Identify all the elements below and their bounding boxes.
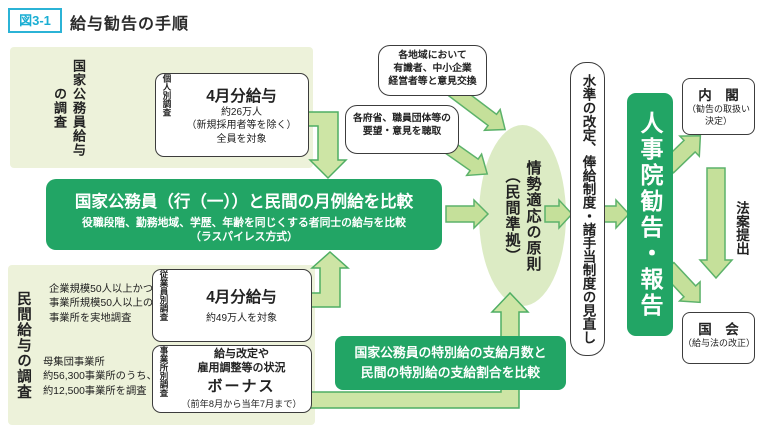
establishment-survey-type-label: 事業所別調査 bbox=[159, 346, 169, 397]
bonus-survey-content: 給与改定や 雇用調整等の状況 ボーナス （前年8月から当年7月まで） bbox=[172, 346, 311, 412]
cabinet-sub-line2: 決定） bbox=[704, 115, 732, 126]
national-survey-label-line1: 国家公務員給与 bbox=[71, 59, 86, 157]
population-note-line1: 母集団事業所 bbox=[43, 357, 105, 368]
monthly-salary-compare-box: 国家公務員（行（一））と民間の月例給を比較 役職段階、勤務地域、学歴、年齢を同じ… bbox=[46, 179, 442, 250]
bonus-survey-title: ボーナス bbox=[207, 378, 276, 396]
national-survey-label-line2: の調査 bbox=[52, 87, 67, 129]
ministries-hearing-line1: 各府省、職員団体等の bbox=[353, 113, 451, 124]
adaptation-principle-ellipse: 情勢適応の原則 （民間準拠） bbox=[479, 125, 566, 306]
page-title: 給与勧告の手順 bbox=[70, 16, 190, 33]
scope-note-line1: 企業規模50人以上かつ bbox=[49, 284, 154, 295]
monthly-compare-sub2: （ラスパイレス方式） bbox=[190, 231, 298, 244]
april-salary-private-box: 従業員別調査 4月分給与 約49万人を対象 bbox=[152, 269, 312, 342]
figure-number-badge: 図3-1 bbox=[8, 8, 62, 33]
monthly-compare-sub1: 役職段階、勤務地域、学歴、年齢を同じくする者同士の給与を比較 bbox=[82, 217, 406, 229]
bill-submission-label: 法案提出 bbox=[734, 201, 749, 255]
monthly-compare-title: 国家公務員（行（一））と民間の月例給を比較 bbox=[74, 193, 414, 211]
employee-survey-type-label: 従業員別調査 bbox=[159, 270, 169, 321]
scope-note-line2: 事業所規模50人以上の bbox=[49, 298, 154, 310]
adaptation-principle-line1: 情勢適応の原則 bbox=[524, 159, 542, 272]
bonus-survey-box: 事業所別調査 給与改定や 雇用調整等の状況 ボーナス （前年8月から当年7月まで… bbox=[152, 345, 312, 413]
adaptation-principle-line2: （民間準拠） bbox=[503, 167, 521, 264]
scope-note-line3: 事業所を実地調査 bbox=[49, 312, 132, 324]
april-salary-private-content: 4月分給与 約49万人を対象 bbox=[172, 270, 311, 341]
diet-sub: （給与法の改正） bbox=[683, 338, 756, 348]
bonus-survey-line1: 給与改定や bbox=[214, 347, 269, 360]
population-note-line2: 約56,300事業所のうち、 bbox=[43, 371, 157, 383]
ministries-hearing-line2: 要望・意見を聴取 bbox=[362, 125, 442, 137]
regional-hearing-line3: 経営者等と意見交換 bbox=[388, 75, 477, 87]
individual-survey-type-label: 個人別調査 bbox=[162, 74, 172, 117]
april-salary-private-line1: 約49万人を対象 bbox=[205, 313, 278, 325]
revision-text: 水準の改定、俸給制度・諸手当制度の見直し bbox=[580, 74, 596, 344]
april-salary-private-title: 4月分給与 bbox=[206, 289, 277, 307]
private-survey-label: 民間給与の調査 bbox=[15, 290, 31, 400]
bonus-survey-line2: 雇用調整等の状況 bbox=[197, 361, 286, 374]
regional-hearing-line2: 有識者、中小企業 bbox=[393, 62, 472, 74]
april-salary-national-line1: 約26万人 bbox=[220, 106, 263, 118]
arrow-revision-to-npa bbox=[602, 198, 631, 230]
npa-recommendation-box: 人事院勧告・報告 bbox=[627, 93, 673, 336]
population-note: 母集団事業所 約56,300事業所のうち、 約12,500事業所を調査 bbox=[43, 356, 157, 399]
population-note-line3: 約12,500事業所を調査 bbox=[43, 385, 147, 397]
april-salary-national-line2: （新規採用者等を除く） bbox=[186, 120, 297, 132]
cabinet-sub-line1: （勧告の取扱い bbox=[686, 104, 750, 114]
arrow-bill-submission bbox=[698, 167, 734, 280]
revision-box: 水準の改定、俸給制度・諸手当制度の見直し bbox=[570, 62, 605, 356]
cabinet-box: 内 閣 （勧告の取扱い 決定） bbox=[682, 78, 755, 135]
special-compare-line1: 国家公務員の特別給の支給月数と bbox=[354, 345, 547, 360]
diet-box: 国 会 （給与法の改正） bbox=[682, 312, 755, 364]
april-salary-national-content: 4月分給与 約26万人 （新規採用者等を除く） 全員を対象 bbox=[175, 74, 308, 156]
special-compare-line2: 民間の特別給の支給割合を比較 bbox=[360, 364, 541, 380]
adaptation-principle-text: 情勢適応の原則 （民間準拠） bbox=[502, 160, 544, 272]
ministries-hearing-box: 各府省、職員団体等の 要望・意見を聴取 bbox=[345, 105, 459, 154]
diet-title: 国 会 bbox=[698, 322, 739, 337]
april-salary-national-title: 4月分給与 bbox=[206, 87, 277, 105]
special-salary-compare-box: 国家公務員の特別給の支給月数と 民間の特別給の支給割合を比較 bbox=[335, 336, 566, 390]
cabinet-title: 内 閣 bbox=[698, 88, 739, 103]
national-survey-label: 国家公務員給与 の調査 bbox=[50, 55, 88, 161]
april-salary-national-box: 個人別調査 4月分給与 約26万人 （新規採用者等を除く） 全員を対象 bbox=[155, 73, 309, 157]
april-salary-national-line3: 全員を対象 bbox=[216, 133, 267, 145]
private-survey-scope-note: 企業規模50人以上かつ 事業所規模50人以上の 事業所を実地調査 bbox=[49, 283, 153, 326]
regional-hearing-line1: 各地域において bbox=[398, 50, 467, 61]
bonus-survey-line3: （前年8月から当年7月まで） bbox=[181, 399, 302, 410]
npa-recommendation-text: 人事院勧告・報告 bbox=[637, 110, 663, 319]
regional-hearing-box: 各地域において 有識者、中小企業 経営者等と意見交換 bbox=[378, 45, 487, 96]
